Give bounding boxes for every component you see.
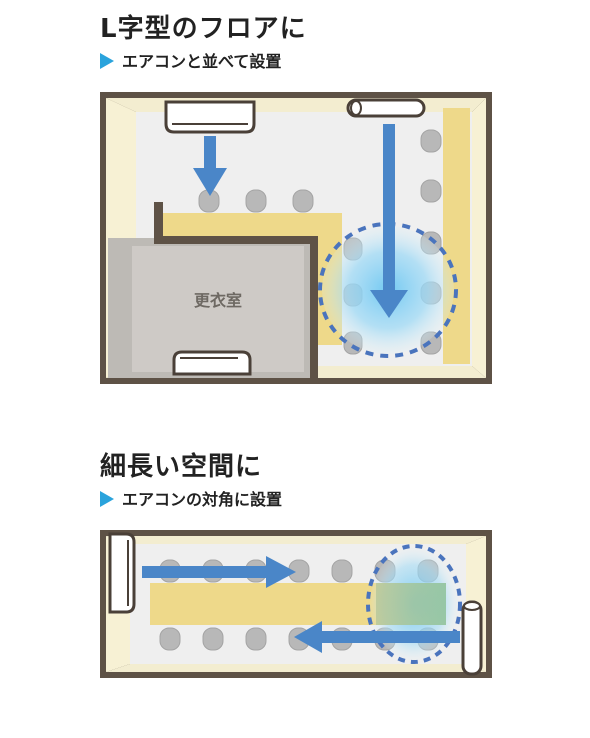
chair [331, 559, 353, 583]
chair [245, 189, 267, 213]
section1-subtitle: エアコンと並べて設置 [100, 48, 281, 72]
locker-room-air-conditioner [172, 350, 252, 376]
partition-wall-left [154, 202, 163, 242]
partition-wall-right [310, 236, 318, 382]
bullet-triangle-icon [100, 491, 114, 507]
airflow-arrow-right [142, 556, 296, 588]
ceiling-air-conditioner [346, 98, 426, 118]
plan-l-shaped: 更衣室 [100, 92, 492, 384]
section1-subtitle-text: エアコンと並べて設置 [122, 52, 282, 71]
airflow-arrow-down [193, 136, 227, 196]
chair [420, 179, 442, 203]
floor-standing-air-conditioner [461, 600, 483, 676]
chair [159, 627, 181, 651]
locker-room-label: 更衣室 [194, 291, 242, 310]
section1-title: L字型のフロアに [100, 14, 307, 44]
chair [202, 627, 224, 651]
l-shaped-table [163, 213, 342, 345]
chair [245, 627, 267, 651]
partition-wall-top [154, 236, 318, 244]
wall-air-conditioner [164, 100, 256, 134]
wall-face-top [106, 98, 486, 112]
section2-subtitle-text: エアコンの対角に設置 [122, 490, 283, 509]
wall-air-conditioner [108, 532, 136, 614]
section2-title: 細長い空間に [100, 452, 263, 482]
section2-subtitle: エアコンの対角に設置 [100, 486, 282, 510]
airflow-arrow-down [370, 124, 408, 318]
bullet-triangle-icon [100, 53, 114, 69]
cool-air-dashed-boundary [366, 544, 462, 664]
wall-face-right [472, 98, 486, 378]
chair [292, 189, 314, 213]
wall-face-top [106, 536, 486, 544]
plan-narrow-space [100, 530, 492, 678]
wall-face-bottom [106, 664, 486, 672]
airflow-arrow-left [294, 621, 460, 653]
chair [420, 129, 442, 153]
